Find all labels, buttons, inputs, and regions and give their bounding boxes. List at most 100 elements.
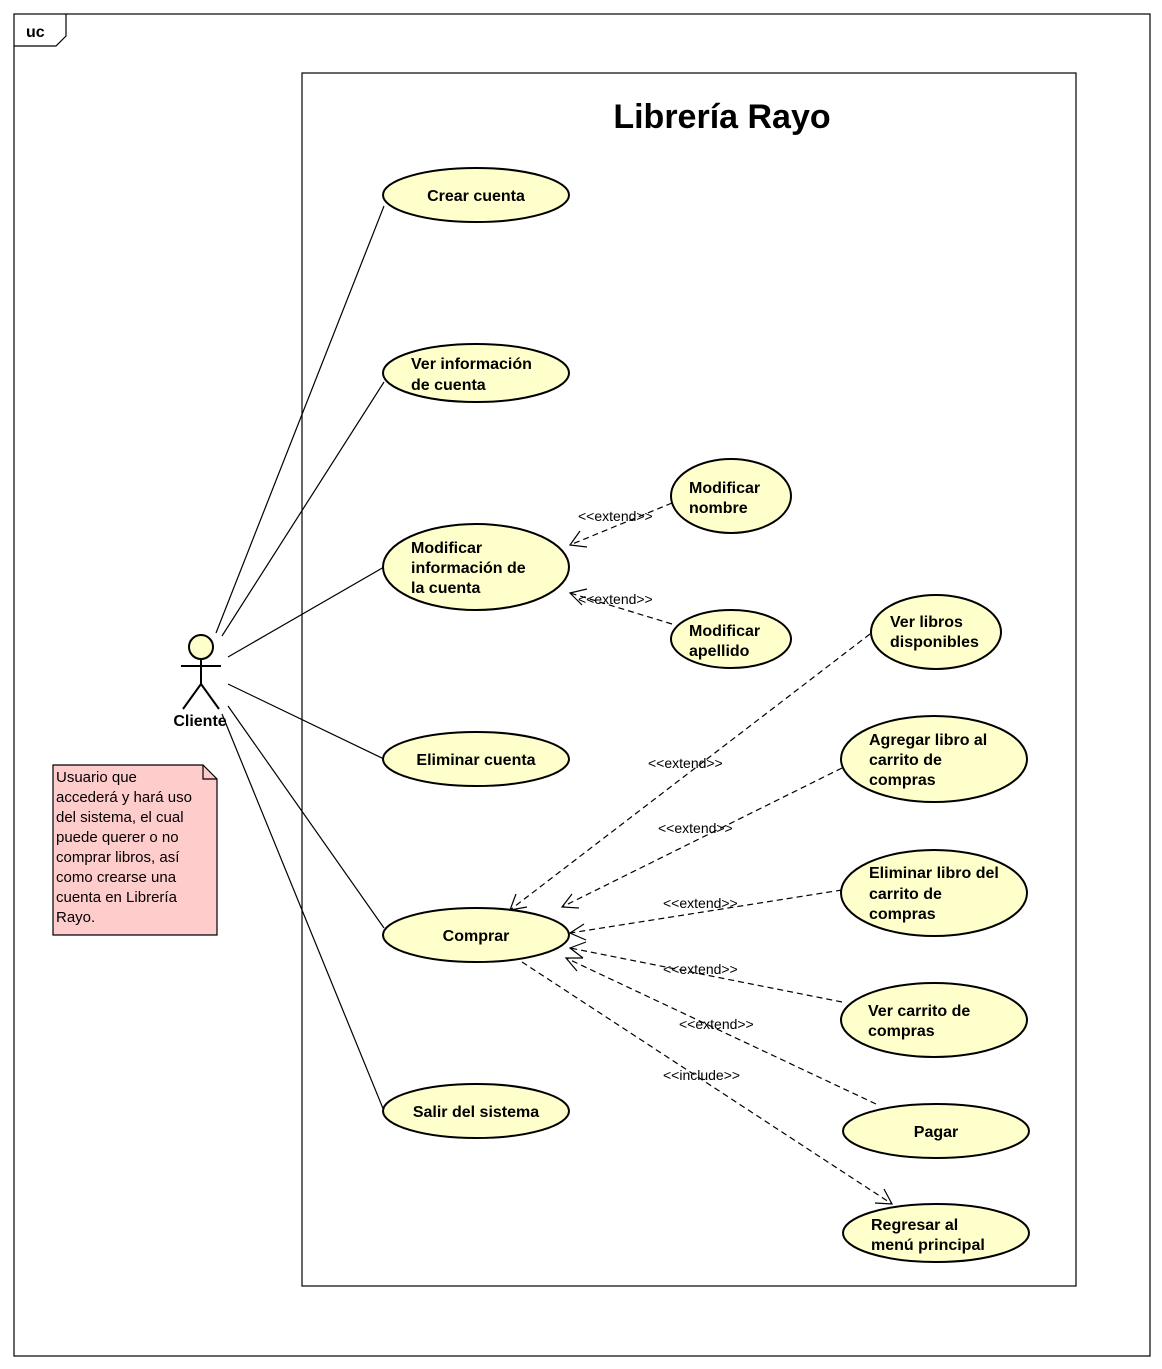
uc-label-line: Crear cuenta	[427, 188, 525, 205]
use-case-agregar-libro[interactable]: Agregar libro al carrito de compras	[840, 715, 1028, 803]
note-line: como crearse una	[56, 869, 177, 886]
svg-text:Ver información: Ver información	[411, 356, 532, 373]
dep-modificar-apellido	[569, 592, 673, 625]
assoc-comprar	[227, 705, 385, 929]
svg-text:compras: compras	[869, 772, 936, 789]
svg-text:como crearse una: como crearse una	[56, 869, 177, 886]
svg-text:cuenta en Librería: cuenta en Librería	[56, 889, 178, 906]
label-extend-apellido: <<extend>>	[578, 591, 653, 607]
svg-text:comprar libros, así: comprar libros, así	[56, 849, 180, 866]
dep-pagar	[565, 957, 877, 1105]
use-case-regresar-menu[interactable]: Regresar al menú principal	[842, 1203, 1030, 1263]
use-case-eliminar-libro[interactable]: Eliminar libro del carrito de compras	[840, 849, 1028, 937]
use-case-salir-sistema[interactable]: Salir del sistema	[382, 1083, 570, 1139]
use-case-modificar-nombre[interactable]: Modificar nombre	[670, 458, 792, 534]
svg-text:Rayo.: Rayo.	[56, 909, 95, 926]
uc-label-line: de cuenta	[411, 377, 486, 394]
note-line: puede querer o no	[56, 829, 179, 846]
dep-regresar	[521, 961, 893, 1205]
arrowhead-regresar	[874, 1188, 894, 1205]
label-extend-eliminar: <<extend>>	[663, 895, 738, 911]
arrowhead-eliminar-libro	[568, 923, 587, 941]
assoc-salir	[221, 713, 385, 1112]
use-case-ver-carrito[interactable]: Ver carrito de compras	[840, 982, 1028, 1058]
use-case-pagar[interactable]: Pagar	[842, 1103, 1030, 1159]
svg-text:puede querer o no: puede querer o no	[56, 829, 179, 846]
dep-modificar-nombre	[569, 502, 673, 546]
label-extend-nombre: <<extend>>	[578, 508, 653, 524]
assoc-crear-cuenta	[215, 205, 385, 634]
uc-label-line: compras	[869, 772, 936, 789]
note-line: cuenta en Librería	[56, 889, 178, 906]
svg-text:Eliminar cuenta: Eliminar cuenta	[416, 752, 535, 769]
note-line: Usuario que	[56, 769, 137, 786]
arrowhead-modificar-apellido	[568, 588, 588, 606]
use-case-modificar-informacion[interactable]: Modificar información de la cuenta	[382, 523, 570, 611]
uc-label-line: Eliminar libro del	[869, 865, 999, 882]
svg-text:Crear cuenta: Crear cuenta	[427, 188, 525, 205]
use-case-modificar-apellido[interactable]: Modificar apellido	[670, 609, 792, 669]
uc-label-line: Eliminar cuenta	[416, 752, 535, 769]
uc-label-line: compras	[869, 906, 936, 923]
uc-label-line: Pagar	[914, 1124, 958, 1141]
dep-ver-libros	[509, 633, 871, 911]
svg-text:compras: compras	[869, 906, 936, 923]
uc-label-line: Modificar	[689, 623, 760, 640]
frame-tag-box	[14, 14, 67, 47]
uc-label-line: carrito de	[869, 886, 942, 903]
use-case-ver-informacion[interactable]: Ver información de cuenta	[382, 343, 570, 403]
svg-text:del sistema, el cual: del sistema, el cual	[56, 809, 184, 826]
uc-label-line: Modificar	[411, 540, 482, 557]
arrowhead-agregar-libro	[560, 893, 580, 909]
label-extend-ver-libros: <<extend>>	[648, 755, 723, 771]
svg-text:información de: información de	[411, 560, 526, 577]
note-line: del sistema, el cual	[56, 809, 184, 826]
note-line: accederá y hará uso	[56, 789, 192, 806]
use-case-comprar[interactable]: Comprar	[382, 907, 570, 963]
system-title: Librería Rayo	[613, 98, 830, 136]
dep-agregar-libro	[561, 767, 843, 908]
note-corner	[202, 765, 217, 780]
diagram-frame	[13, 13, 1151, 1357]
svg-text:Modificar: Modificar	[411, 540, 482, 557]
uc-label-line: nombre	[689, 500, 748, 517]
svg-text:Comprar: Comprar	[443, 928, 510, 945]
note-box	[52, 764, 218, 936]
dep-eliminar-libro	[569, 889, 843, 934]
svg-text:menú principal: menú principal	[871, 1237, 985, 1254]
label-extend-ver-carrito: <<extend>>	[663, 961, 738, 977]
svg-text:Agregar libro al: Agregar libro al	[869, 732, 987, 749]
uc-label-line: información de	[411, 560, 526, 577]
svg-text:nombre: nombre	[689, 500, 748, 517]
dependencies	[509, 502, 894, 1205]
uc-label-line: Comprar	[443, 928, 510, 945]
actor-cliente[interactable]: Cliente	[173, 634, 227, 730]
uc-label-line: apellido	[689, 643, 750, 660]
svg-text:Ver libros: Ver libros	[890, 614, 963, 631]
svg-text:Pagar: Pagar	[914, 1124, 958, 1141]
actor-right-leg	[200, 683, 220, 710]
uc-label-line: Agregar libro al	[869, 732, 987, 749]
arrowhead-pagar	[564, 957, 583, 972]
label-include-regresar: <<include>>	[663, 1067, 740, 1083]
svg-text:disponibles: disponibles	[890, 634, 979, 651]
actor-head	[188, 634, 214, 660]
uc-label-line: compras	[868, 1023, 935, 1040]
assoc-modificar-info	[227, 566, 385, 658]
svg-text:Usuario que: Usuario que	[56, 769, 137, 786]
use-case-crear-cuenta[interactable]: Crear cuenta	[382, 167, 570, 223]
assoc-eliminar-cuenta	[227, 683, 385, 760]
svg-text:carrito de: carrito de	[869, 886, 942, 903]
svg-text:de cuenta: de cuenta	[411, 377, 486, 394]
use-case-eliminar-cuenta[interactable]: Eliminar cuenta	[382, 731, 570, 787]
label-extend-pagar: <<extend>>	[679, 1016, 754, 1032]
svg-text:carrito de: carrito de	[869, 752, 942, 769]
note-line: comprar libros, así	[56, 849, 180, 866]
actor-left-leg	[182, 683, 202, 710]
assoc-ver-info	[221, 381, 385, 637]
use-case-ver-libros[interactable]: Ver libros disponibles	[870, 594, 1002, 670]
dep-ver-carrito	[569, 947, 843, 1003]
note-line: Rayo.	[56, 909, 95, 926]
uc-label-line: Regresar al	[871, 1217, 958, 1234]
svg-text:Eliminar libro del: Eliminar libro del	[869, 865, 999, 882]
